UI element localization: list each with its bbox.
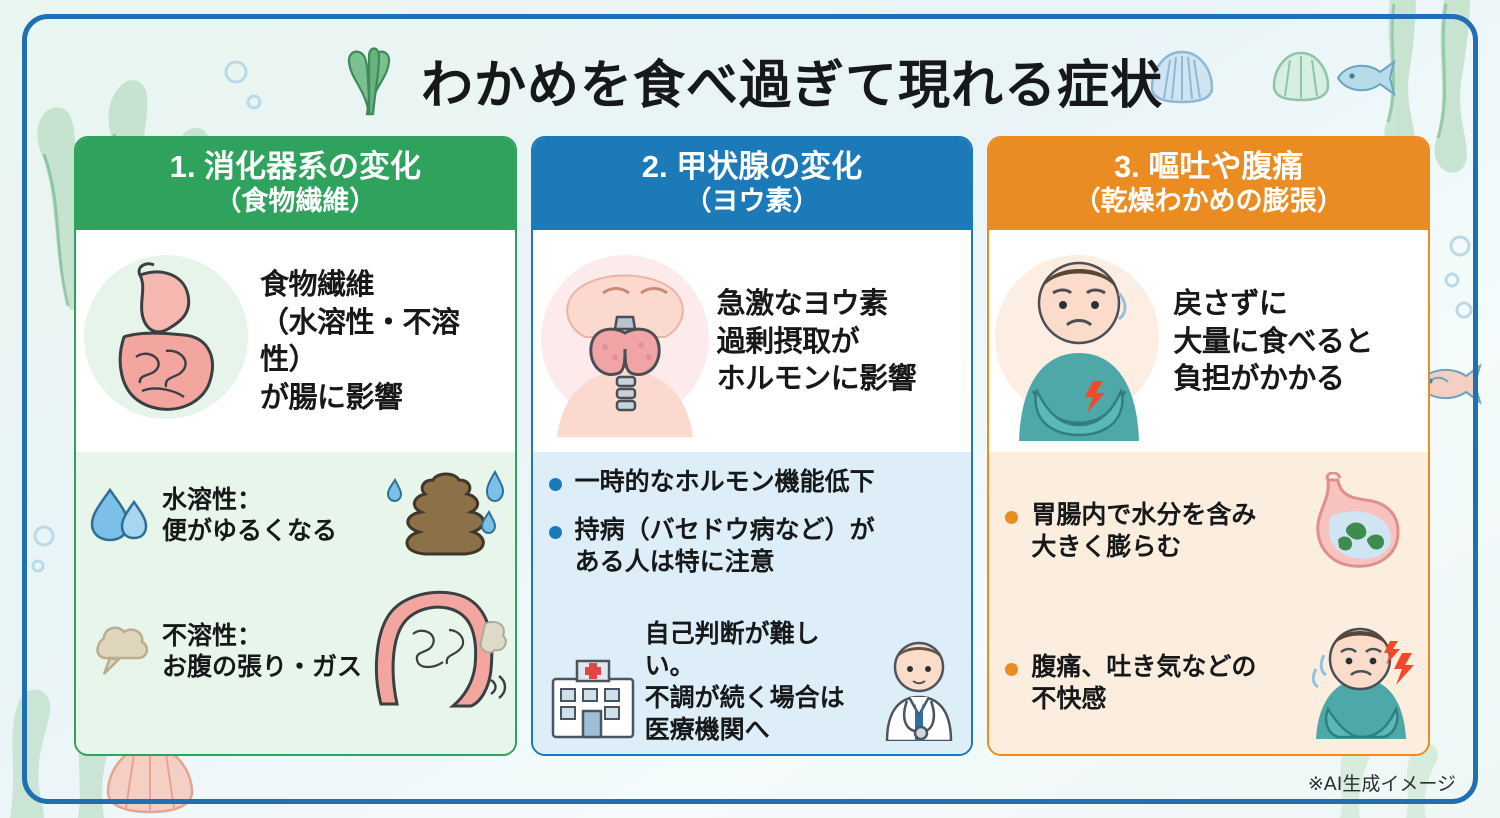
stool-icon: [379, 464, 505, 573]
column-2-body: 一時的なホルモン機能低下 持病（バセドウ病など）が ある人は特に注意: [532, 452, 972, 754]
symptom-columns: 1. 消化器系の変化 （食物繊維）: [74, 136, 1431, 756]
column-digestive-system: 1. 消化器系の変化 （食物繊維）: [74, 136, 517, 756]
column-2-subtitle: （ヨウ素）: [684, 185, 820, 216]
nauseous-person-icon: [1298, 621, 1418, 744]
insoluble-fiber-row: 不溶性： お腹の張り・ガス: [88, 591, 507, 708]
soluble-fiber-row: 水溶性： 便がゆるくなる: [88, 470, 505, 556]
column-1-hero-text: 食物繊維 （水溶性・不溶性） が腸に影響: [260, 267, 460, 415]
medical-advice-note: 自己判断が難しい。 不調が続く場合は 医療機関へ: [547, 618, 966, 746]
column-vomiting-abdominal-pain: 3. 嘔吐や腹痛 （乾燥わかめの膨張）: [987, 136, 1431, 756]
water-drops-icon: [88, 480, 152, 550]
column-2-title: 2. 甲状腺の変化: [641, 149, 863, 184]
wakame-seaweed-icon: [337, 40, 401, 121]
ai-image-credit: ※AI生成イメージ: [1307, 773, 1456, 795]
page-title: わかめを食べ過ぎて現れる症状: [420, 56, 1163, 116]
medical-advice-text: 自己判断が難しい。 不調が続く場合は 医療機関へ: [644, 619, 845, 744]
column-1-body: 水溶性： 便がゆるくなる: [76, 452, 515, 754]
column-3-title: 3. 嘔吐や腹痛: [1113, 149, 1304, 184]
list-item: 一時的なホルモン機能低下: [545, 466, 962, 498]
column-2-header: 2. 甲状腺の変化 （ヨウ素）: [532, 138, 972, 231]
list-item: 腹痛、吐き気などの 不快感: [1001, 651, 1298, 715]
title-row: わかめを食べ過ぎて現れる症状: [0, 40, 1500, 121]
stomach-ache-person-icon: [993, 241, 1173, 442]
column-3-body: 胃腸内で水分を含み 大きく膨らむ: [989, 452, 1429, 754]
page-border-frame: [22, 14, 1478, 804]
swollen-stomach-icon: [1292, 471, 1418, 589]
soluble-fiber-text: 水溶性： 便がゆるくなる: [162, 484, 338, 546]
thyroid-gland-icon: [537, 241, 717, 441]
gas-cloud-icon: [88, 616, 152, 686]
digestive-system-icon: [80, 241, 260, 441]
column-3-header: 3. 嘔吐や腹痛 （乾燥わかめの膨張）: [989, 138, 1429, 231]
hospital-icon: [547, 649, 639, 746]
doctor-icon: [873, 631, 965, 746]
swelling-row: 胃腸内で水分を含み 大きく膨らむ: [1001, 471, 1418, 589]
discomfort-row: 腹痛、吐き気などの 不快感: [1001, 621, 1418, 744]
column-3-hero-text: 戻さずに 大量に食べると 負担がかかる: [1173, 285, 1373, 396]
column-1-subtitle: （食物繊維）: [214, 185, 377, 216]
column-3-hero: 戻さずに 大量に食べると 負担がかかる: [989, 230, 1429, 453]
column-2-hero: 急激なヨウ素 過剰摂取が ホルモンに影響: [532, 230, 972, 453]
intestine-icon: [357, 578, 509, 713]
swelling-bullet-list: 胃腸内で水分を含み 大きく膨らむ: [1001, 499, 1292, 563]
column-1-hero: 食物繊維 （水溶性・不溶性） が腸に影響: [76, 230, 515, 453]
column-1-title: 1. 消化器系の変化: [169, 149, 422, 184]
list-item: 持病（バセドウ病など）が ある人は特に注意: [545, 514, 962, 578]
column-1-header: 1. 消化器系の変化 （食物繊維）: [76, 138, 515, 231]
column-thyroid: 2. 甲状腺の変化 （ヨウ素）: [530, 136, 974, 756]
list-item: 胃腸内で水分を含み 大きく膨らむ: [1001, 499, 1292, 563]
thyroid-bullet-list: 一時的なホルモン機能低下 持病（バセドウ病など）が ある人は特に注意: [545, 466, 962, 578]
column-2-hero-text: 急激なヨウ素 過剰摂取が ホルモンに影響: [716, 285, 917, 396]
column-3-subtitle: （乾燥わかめの膨張）: [1073, 185, 1344, 216]
discomfort-bullet-list: 腹痛、吐き気などの 不快感: [1001, 651, 1298, 715]
insoluble-fiber-text: 不溶性： お腹の張り・ガス: [162, 620, 363, 682]
